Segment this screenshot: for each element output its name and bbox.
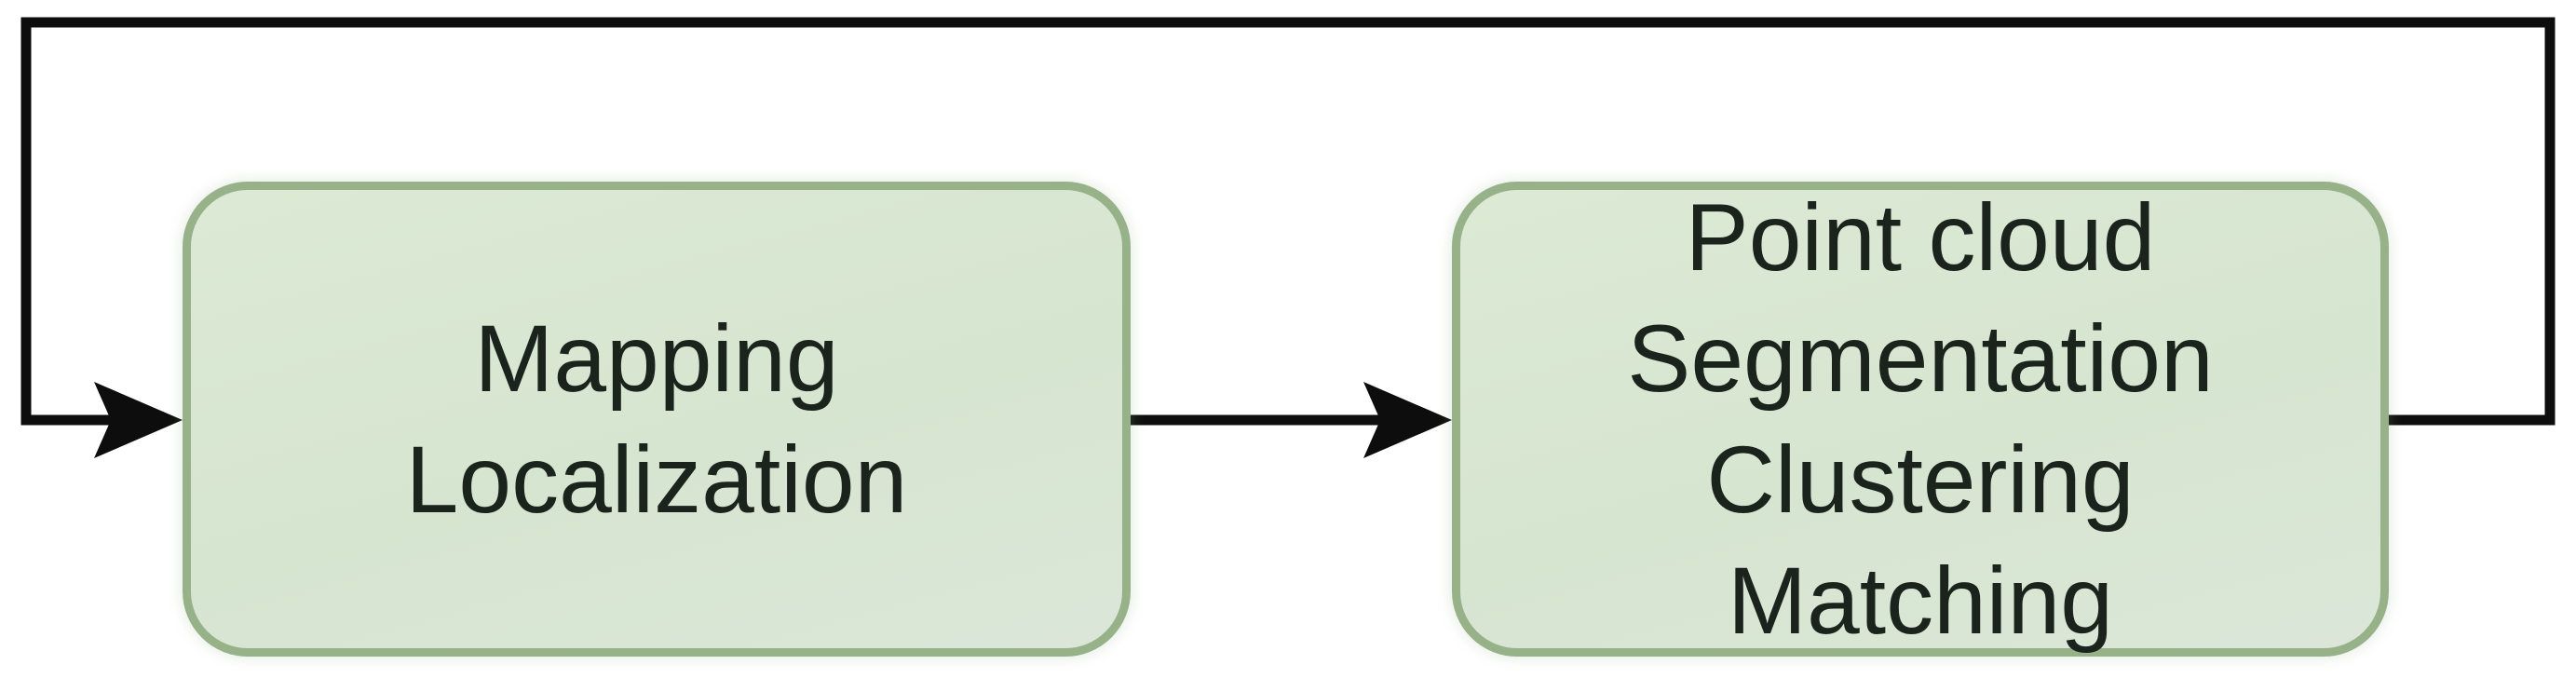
feedback-loop-connector	[20, 17, 2556, 426]
node-text-line: Mapping	[474, 305, 839, 412]
node-text-line: Matching	[1728, 548, 2113, 654]
arrowhead-into-pointcloud-box	[1363, 382, 1452, 458]
arrowhead-into-mapping-box	[94, 382, 183, 458]
node-text-line: Localization	[405, 427, 908, 533]
point-cloud-processing-node: Point cloud Segmentation Clustering Matc…	[1452, 182, 2389, 657]
mapping-localization-node: Mapping Localization	[183, 182, 1131, 657]
node-text-line: Clustering	[1706, 427, 2135, 533]
node-text-line: Point cloud	[1685, 184, 2156, 291]
node-text-line: Segmentation	[1627, 305, 2214, 412]
